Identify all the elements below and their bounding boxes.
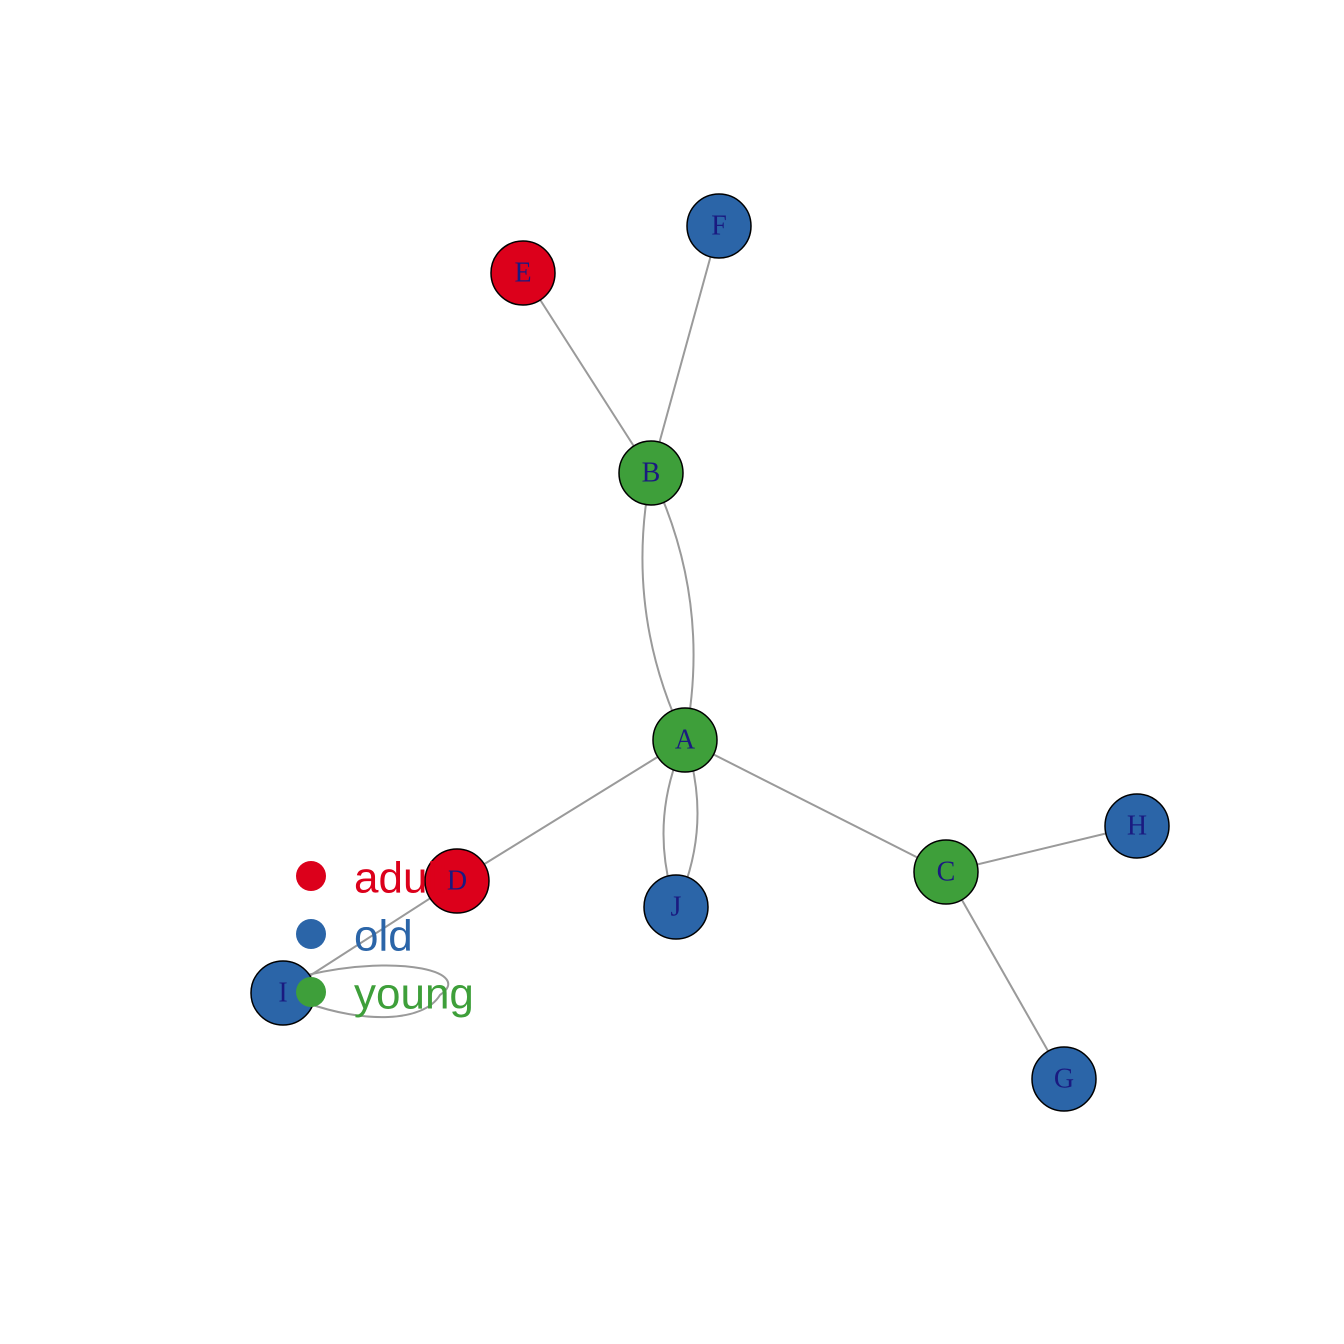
node-label-A: A <box>675 725 696 756</box>
edge-C-G <box>945 871 1065 1080</box>
legend-label-young: young <box>354 970 474 1019</box>
node-I[interactable]: I <box>250 960 316 1026</box>
node-label-B: B <box>642 458 661 489</box>
node-label-G: G <box>1054 1064 1074 1095</box>
legend-label-old: old <box>354 912 413 961</box>
node-label-E: E <box>514 258 531 289</box>
node-D[interactable]: D <box>424 848 490 914</box>
legend-item-old: old <box>296 912 413 961</box>
node-label-H: H <box>1127 811 1147 842</box>
edge-B-E <box>522 272 652 474</box>
node-F[interactable]: F <box>686 193 752 259</box>
legend-label-adult: adult <box>354 854 449 903</box>
edge-A-D <box>456 739 686 882</box>
node-circle-G[interactable] <box>1031 1046 1097 1112</box>
legend-marker-adult <box>296 861 326 891</box>
nodes-layer: A B C D E F G H I J <box>250 193 1170 1112</box>
node-label-F: F <box>711 211 727 242</box>
node-circle-D[interactable] <box>424 848 490 914</box>
node-circle-C[interactable] <box>913 839 979 905</box>
node-circle-H[interactable] <box>1104 793 1170 859</box>
node-E[interactable]: E <box>490 240 556 306</box>
legend-marker-young <box>296 977 326 1007</box>
legend: adult old young <box>296 854 474 1019</box>
node-G[interactable]: G <box>1031 1046 1097 1112</box>
node-label-C: C <box>937 857 956 888</box>
node-circle-A[interactable] <box>652 707 718 773</box>
node-label-J: J <box>671 892 682 923</box>
node-circle-F[interactable] <box>686 193 752 259</box>
node-H[interactable]: H <box>1104 793 1170 859</box>
node-B[interactable]: B <box>618 440 684 506</box>
edge-B-F <box>650 225 720 474</box>
legend-item-adult: adult <box>296 854 449 903</box>
edge-A-B-2 <box>641 472 686 741</box>
node-J[interactable]: J <box>643 874 709 940</box>
legend-marker-old <box>296 919 326 949</box>
node-circle-B[interactable] <box>618 440 684 506</box>
edge-A-C <box>684 739 947 873</box>
edge-I-I-loop <box>306 964 450 1019</box>
legend-item-young: young <box>296 970 474 1019</box>
edge-A-B-1 <box>650 472 695 741</box>
node-circle-E[interactable] <box>490 240 556 306</box>
node-label-D: D <box>447 866 467 897</box>
node-C[interactable]: C <box>913 839 979 905</box>
node-label-I: I <box>278 978 287 1009</box>
node-circle-J[interactable] <box>643 874 709 940</box>
node-A[interactable]: A <box>652 707 718 773</box>
